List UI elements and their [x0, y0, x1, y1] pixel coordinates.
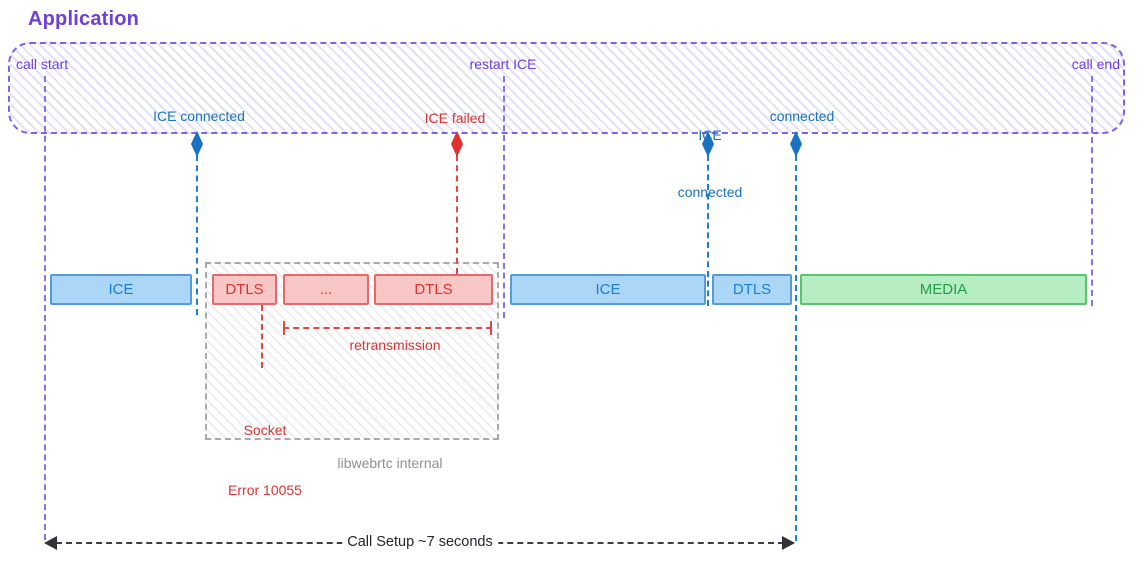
call-setup-arrowhead-right-icon: [782, 536, 795, 550]
ice-connected-1-marker-icon: [191, 131, 203, 157]
connected-label: connected: [769, 108, 835, 124]
retransmission-label: retransmission: [349, 337, 441, 353]
ice-failed-line: [456, 155, 458, 274]
restart-ice-label: restart ICE: [469, 56, 537, 72]
connected-marker-icon: [790, 131, 802, 157]
retransmission-tick-right: [490, 321, 492, 335]
ice-connected-2-label: ICE connected: [678, 88, 743, 240]
bar-dtls-3: DTLS: [712, 274, 792, 305]
call-setup-arrowhead-left-icon: [44, 536, 57, 550]
bar-dtls-1: DTLS: [212, 274, 277, 305]
ice-connected-2-line2: connected: [677, 184, 743, 200]
application-band: [8, 42, 1125, 134]
libwebrtc-internal-label: libwebrtc internal: [337, 455, 443, 471]
socket-error-line1: Socket: [243, 422, 287, 438]
call-end-line: [1091, 76, 1093, 306]
call-end-label: call end: [1071, 56, 1120, 72]
application-title: Application: [28, 8, 140, 30]
bar-dtls-ellipsis: ...: [283, 274, 369, 305]
bar-ice-1: ICE: [50, 274, 192, 305]
socket-error-line: [261, 305, 263, 368]
connected-line: [795, 155, 797, 541]
ice-failed-marker-icon: [451, 131, 463, 157]
socket-error-line2: Error 10055: [228, 482, 302, 498]
bar-media: MEDIA: [800, 274, 1087, 305]
bar-dtls-2: DTLS: [374, 274, 493, 305]
bar-ice-2: ICE: [510, 274, 706, 305]
retransmission-line: [283, 327, 492, 329]
call-setup-label: Call Setup ~7 seconds: [342, 534, 498, 550]
call-start-line: [44, 76, 46, 540]
ice-connected-1-label: ICE connected: [153, 108, 245, 124]
ice-connected-2-marker-icon: [702, 131, 714, 157]
socket-error-label: Socket Error 10055: [228, 380, 302, 540]
ice-failed-label: ICE failed: [424, 110, 486, 126]
ice-connected-2-line1: ICE: [698, 127, 722, 143]
call-start-label: call start: [16, 56, 69, 72]
ice-connected-1-line: [196, 155, 198, 315]
ice-connected-2-line: [707, 155, 709, 306]
restart-ice-line: [503, 76, 505, 318]
